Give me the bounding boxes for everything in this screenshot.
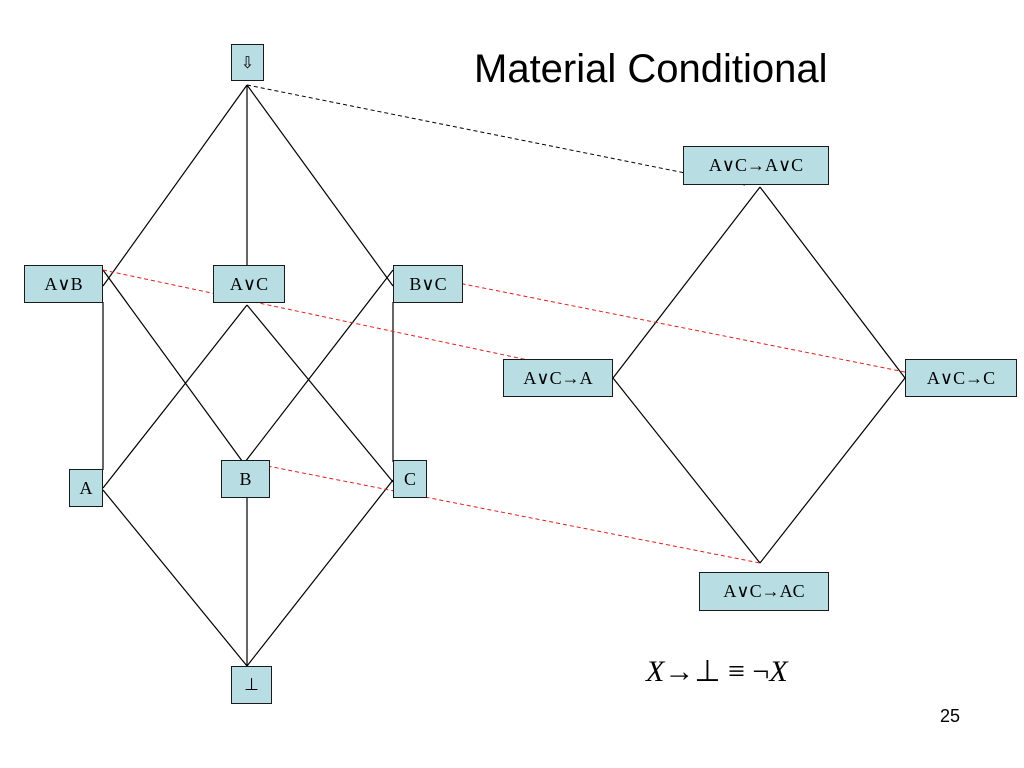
red-correspondence-lines [102, 269, 906, 564]
edge-top-to-avb [102, 84, 248, 287]
node-bottom: ⊥ [231, 666, 272, 704]
node-r-right: A∨C→C [905, 359, 1017, 397]
edge-avc-to-a [102, 304, 248, 489]
page-number: 25 [940, 706, 961, 726]
dashed-link-bvc [392, 269, 906, 373]
edge-avb-to-b [102, 269, 246, 466]
node-a-or-b: A∨B [24, 265, 103, 303]
edge-a-to-bottom [102, 489, 248, 667]
edge-avc-to-c [246, 304, 394, 483]
slide-title: Material Conditional [474, 47, 828, 91]
node-c: C [393, 460, 427, 498]
left-lattice-edges [102, 84, 394, 667]
dashed-link-b [246, 461, 761, 564]
node-b: B [221, 460, 270, 498]
formula-var1: X [646, 655, 665, 688]
node-a-or-c: A∨C [213, 265, 285, 303]
node-b-or-c: B∨C [393, 265, 463, 303]
edge-rtop-to-rright [759, 186, 906, 379]
formula-operator: →⊥ ≡ ¬ [664, 655, 770, 688]
node-r-bottom: A∨C→AC [699, 572, 829, 611]
dashed-link-top [246, 84, 746, 186]
node-top: ⇩ [231, 44, 264, 81]
formula-var2: X [769, 655, 788, 688]
node-r-top: A∨C→A∨C [683, 146, 829, 185]
node-r-left: A∨C→A [503, 359, 613, 397]
formula: X→⊥ ≡ ¬X [646, 652, 788, 692]
node-a: A [69, 469, 103, 507]
edge-rleft-to-rbottom [612, 377, 761, 564]
edge-rtop-to-rleft [612, 186, 761, 379]
edge-c-to-bottom [246, 479, 394, 667]
edge-bvc-to-b [244, 269, 394, 463]
right-lattice-edges [612, 186, 906, 564]
edge-top-to-bvc [246, 84, 394, 287]
edge-rright-to-rbottom [759, 377, 906, 564]
